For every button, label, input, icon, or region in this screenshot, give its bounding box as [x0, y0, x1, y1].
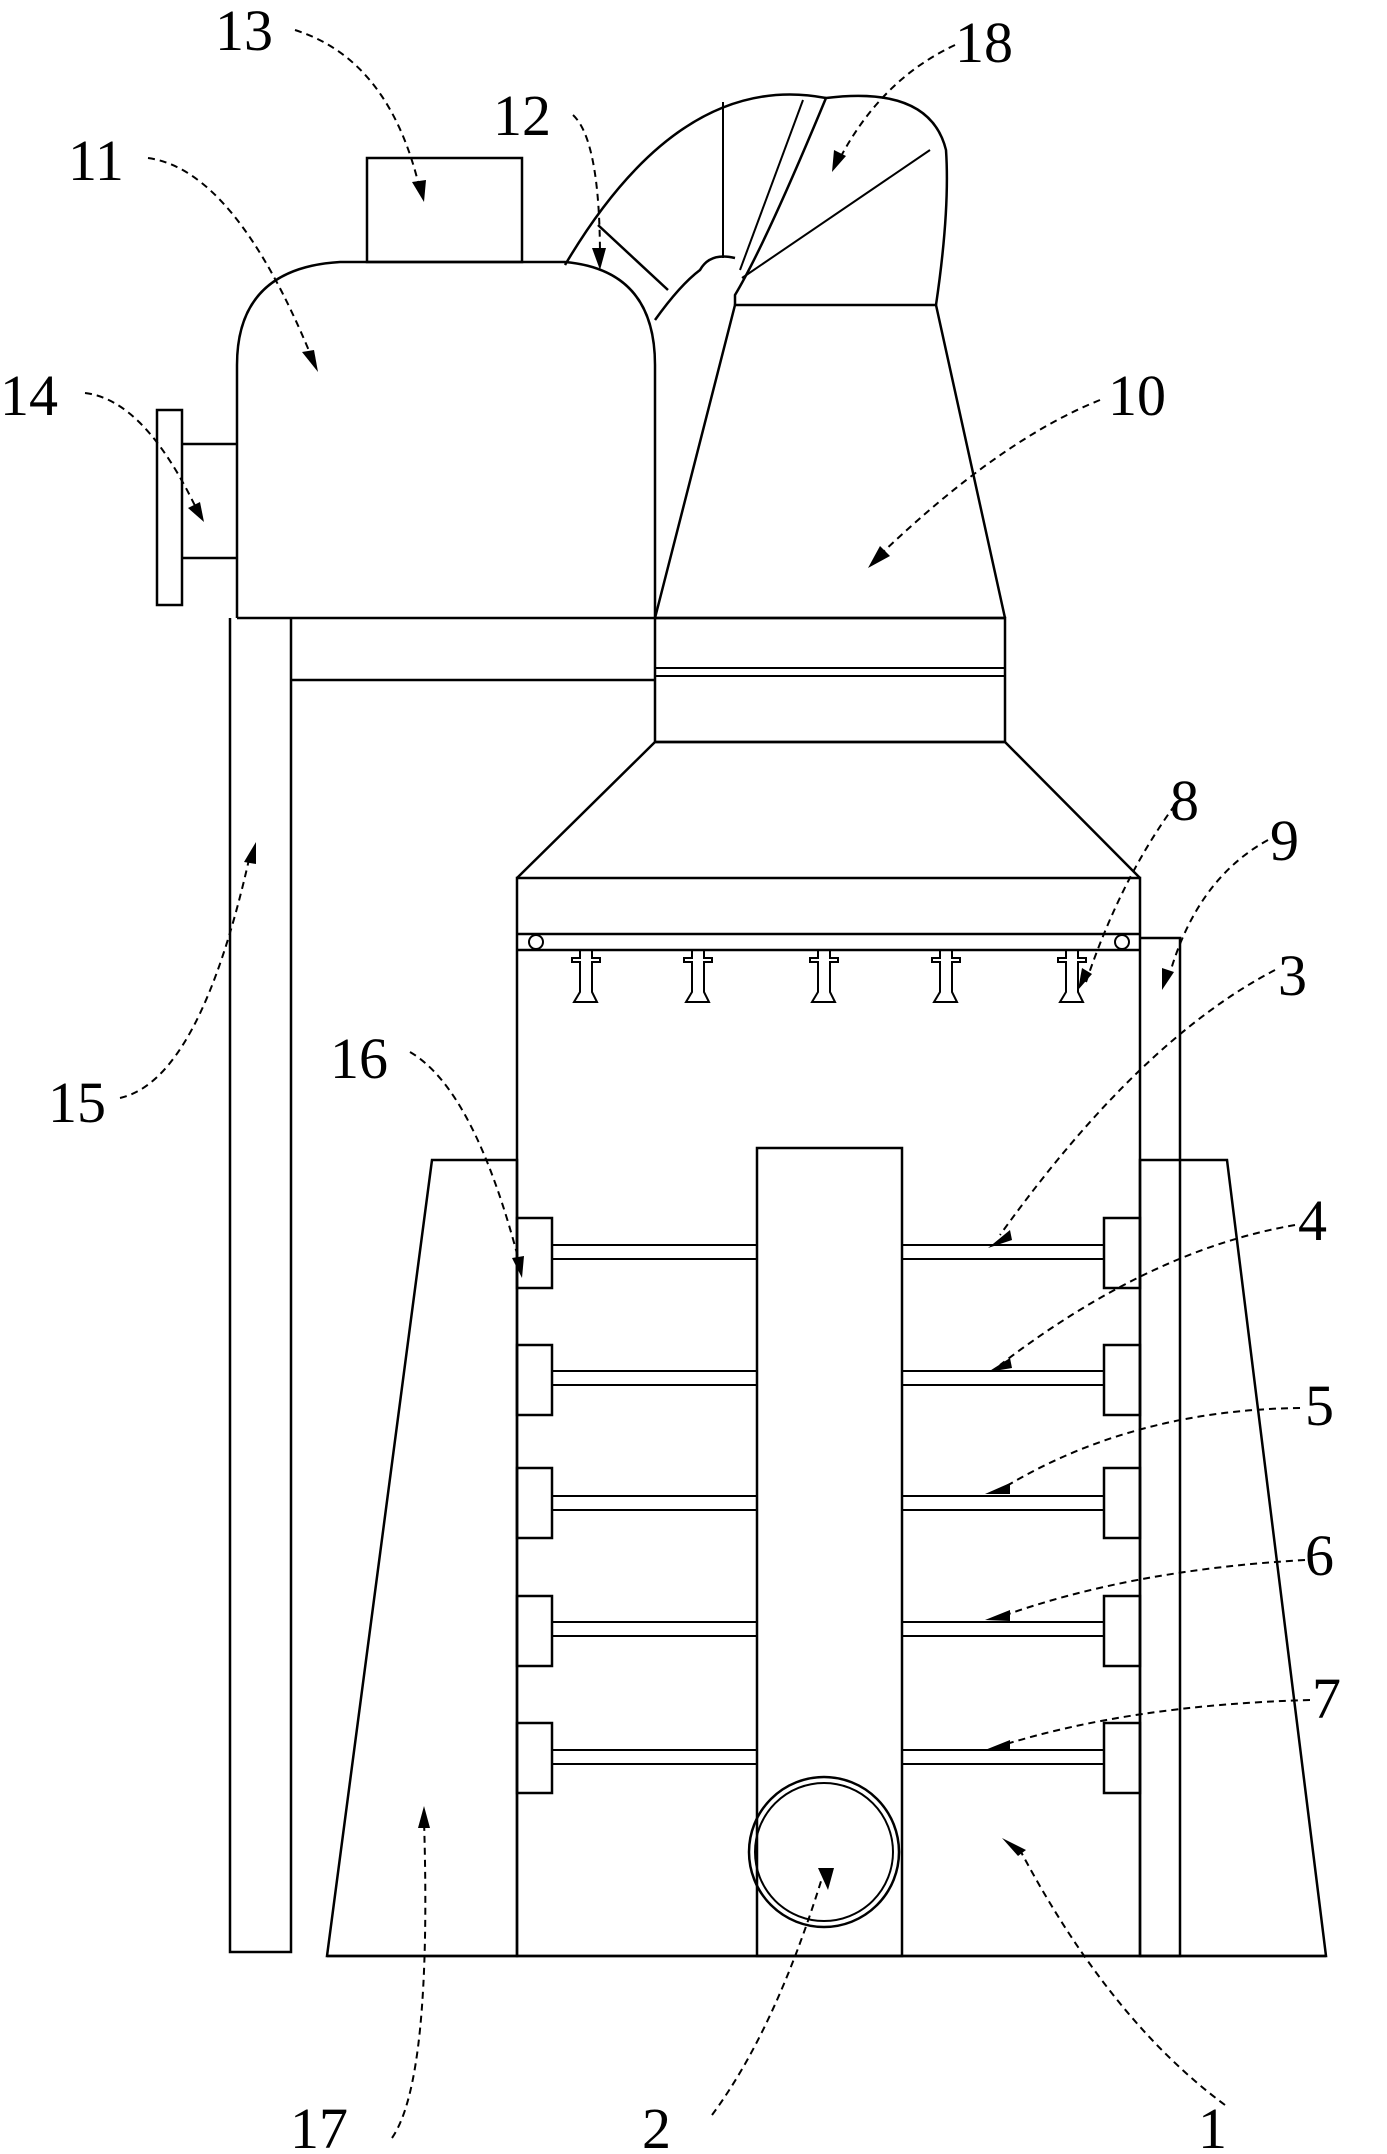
arrowhead-2	[818, 1868, 834, 1890]
fan-blade-3	[741, 149, 931, 279]
upper-cone	[653, 303, 1007, 619]
fan-blade-2	[739, 99, 804, 271]
spray-nozzle-1	[571, 950, 601, 1003]
filter-layer-3	[515, 1216, 1142, 1290]
arrowhead-16	[512, 1256, 524, 1278]
arrowhead-3	[988, 1230, 1012, 1248]
label-2: 2	[642, 2096, 671, 2154]
arrowhead-1	[1002, 1838, 1026, 1856]
label-5: 5	[1305, 1373, 1334, 1438]
spray-nozzle-5	[1057, 950, 1087, 1003]
outer-housing	[325, 1158, 1328, 1958]
arrowhead-18	[832, 150, 846, 172]
leader-1	[1019, 1849, 1226, 2106]
spray-nozzle-4	[931, 950, 961, 1003]
label-11: 11	[68, 128, 124, 193]
top-box	[365, 156, 524, 264]
arrowhead-12	[592, 248, 606, 270]
leader-17	[391, 1819, 427, 2139]
filter-layer-4	[515, 1343, 1142, 1417]
arrowhead-17	[418, 1806, 430, 1828]
inlet-opening-inner	[754, 1782, 894, 1922]
label-3: 3	[1278, 943, 1307, 1008]
label-15: 15	[48, 1070, 106, 1135]
neck-section	[653, 616, 1007, 744]
spray-header-end-left	[528, 934, 544, 950]
label-1: 1	[1198, 2096, 1227, 2154]
leader-8	[1084, 804, 1176, 986]
label-9: 9	[1270, 808, 1299, 873]
leader-13	[294, 29, 421, 191]
arrowhead-5	[985, 1483, 1010, 1494]
label-6: 6	[1305, 1523, 1334, 1588]
leader-14	[84, 392, 199, 513]
leader-11	[147, 157, 313, 359]
leader-6	[999, 1559, 1306, 1618]
leader-18	[837, 44, 956, 163]
label-14: 14	[0, 363, 58, 428]
label-4: 4	[1298, 1188, 1327, 1253]
arrowhead-9	[1162, 968, 1174, 990]
label-10: 10	[1108, 363, 1166, 428]
leader-9	[1167, 839, 1269, 981]
fan-housing	[733, 94, 949, 306]
label-13: 13	[215, 0, 273, 63]
leader-15	[119, 854, 251, 1099]
cone-transition	[516, 740, 1141, 879]
filter-layer-5	[515, 1466, 1142, 1540]
leader-4	[999, 1224, 1296, 1366]
arrowhead-6	[985, 1610, 1010, 1621]
connecting-duct	[563, 93, 827, 321]
label-18: 18	[955, 10, 1013, 75]
tower-body	[515, 876, 1142, 1958]
arrowhead-14	[188, 502, 204, 522]
arrowhead-11	[302, 350, 318, 372]
leader-7	[999, 1699, 1311, 1747]
side-flange	[155, 408, 184, 607]
outer-shell-right	[1140, 936, 1182, 1958]
spray-nozzle-2	[683, 950, 713, 1003]
label-17: 17	[290, 2096, 348, 2154]
arrowhead-10	[868, 546, 890, 568]
leader-12	[572, 114, 601, 259]
label-16: 16	[330, 1026, 388, 1091]
label-7: 7	[1312, 1666, 1341, 1731]
arrowhead-7	[985, 1740, 1010, 1751]
label-12: 12	[493, 83, 551, 148]
label-8: 8	[1170, 768, 1199, 833]
inlet-opening-outer	[747, 1775, 901, 1929]
separator-tank	[235, 260, 657, 618]
support-column	[228, 618, 293, 1954]
leader-5	[999, 1407, 1301, 1491]
filter-layer-6	[515, 1594, 1142, 1668]
central-inlet-pipe	[755, 1146, 904, 1958]
leader-3	[999, 969, 1276, 1236]
spray-nozzle-3	[809, 950, 839, 1003]
arrowhead-13	[412, 180, 426, 202]
leader-10	[879, 399, 1101, 556]
spray-header-end-right	[1114, 934, 1130, 950]
arrowhead-4	[988, 1358, 1012, 1372]
leader-2	[711, 1877, 823, 2116]
arrowhead-15	[244, 842, 256, 864]
leader-16	[409, 1051, 521, 1266]
arrowhead-8	[1078, 968, 1092, 990]
